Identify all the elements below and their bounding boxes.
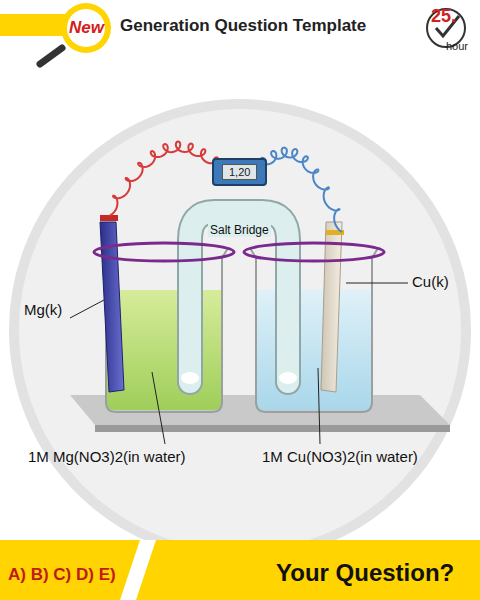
cu-solution	[256, 290, 372, 410]
new-badge: New	[69, 18, 104, 38]
magnifier-handle	[40, 48, 62, 64]
title: Generation Question Template	[120, 16, 366, 36]
answer-options-text: A) B) C) D) E)	[8, 565, 116, 585]
blue-wire	[258, 148, 342, 233]
right-rim	[244, 243, 384, 261]
salt-bridge-outline	[190, 212, 288, 382]
cu-electrode	[321, 222, 342, 392]
solution-label: 1M Cu(NO3)2(in water)	[262, 448, 418, 465]
voltmeter: 1,20	[212, 158, 267, 186]
new-badge-text: New	[69, 18, 104, 38]
header-stripe	[0, 14, 70, 36]
electrode-label: Mg(k)	[24, 301, 62, 318]
salt-bridge-label-text: Salt Bridge	[210, 223, 269, 237]
bench-edge	[95, 425, 450, 432]
header-ground	[0, 0, 480, 56]
salt-bridge-label: Salt Bridge	[208, 223, 271, 237]
clock-unit: hour	[446, 40, 468, 52]
leader-line	[346, 283, 408, 284]
bar-divider	[120, 540, 156, 600]
magnifier-ring	[61, 3, 111, 53]
answer-options: A) B) C) D) E)	[4, 563, 120, 587]
leader-line	[152, 372, 165, 444]
red-wire	[109, 142, 222, 217]
magnifier-lens	[67, 9, 105, 47]
voltmeter-text: 1,20	[222, 164, 257, 180]
salt-bridge-tube	[190, 212, 288, 382]
background-disc	[14, 104, 466, 556]
question-prompt-text: Your Question?	[276, 559, 454, 587]
leader-line	[70, 300, 104, 318]
solution-label: 1M Mg(NO3)2(in water)	[28, 448, 186, 465]
cotton-plug-left	[181, 372, 199, 384]
right-beaker	[250, 248, 378, 412]
leader-line	[318, 368, 320, 444]
cotton-plug-right	[279, 372, 297, 384]
question-prompt: Your Question?	[272, 557, 458, 589]
clock-number: 25.	[431, 6, 456, 27]
electrode-label: Cu(k)	[412, 273, 449, 290]
mg-solution	[106, 290, 222, 410]
left-rim	[94, 243, 234, 261]
bottom-bar	[0, 540, 480, 600]
